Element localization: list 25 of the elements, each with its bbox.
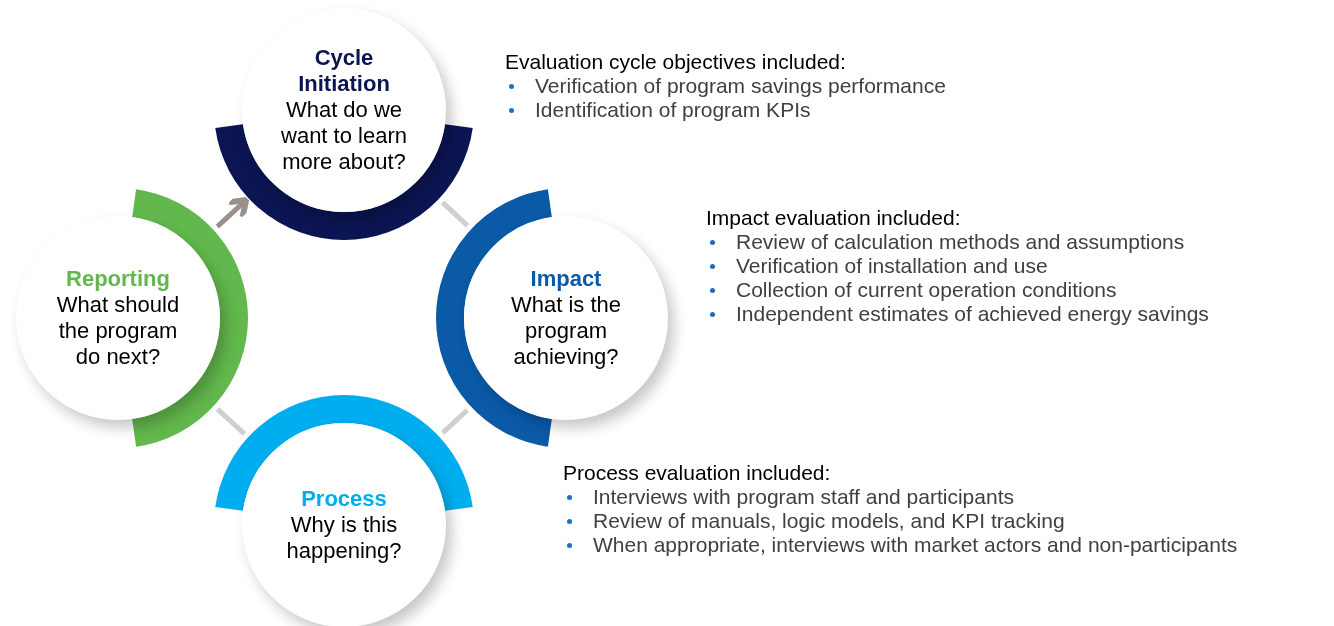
connector (440, 200, 470, 228)
node-question: What should the program do next? (55, 292, 181, 370)
bullet-item: Review of calculation methods and assumptions (706, 230, 1209, 254)
connector (441, 408, 469, 435)
node-title: Cycle Initiation (297, 45, 391, 97)
list-heading: Process evaluation included: (563, 461, 832, 485)
node-title: Process (301, 486, 387, 512)
bullet-item: Collection of current operation conditions (706, 278, 1209, 302)
node-title: Impact (530, 266, 602, 292)
bullet-item: Interviews with program staff and participants (563, 485, 1238, 509)
bullet-item: When appropriate, interviews with market actors and non-participants (563, 533, 1238, 557)
node-question: What do we want to learn more about? (280, 97, 408, 175)
circle-node (464, 216, 668, 420)
bullet-item: Verification of program savings performance (505, 74, 946, 98)
arrow (215, 197, 250, 229)
connector (215, 407, 247, 436)
bullet-item: Review of manuals, logic models, and KPI tracking (563, 509, 1238, 533)
bullet-item: Verification of installation and use (706, 254, 1209, 278)
list-heading: Evaluation cycle objectives included: (505, 50, 847, 74)
bullet-item: Identification of program KPIs (505, 98, 946, 122)
bullet-item: Independent estimates of achieved energy savings (706, 302, 1209, 326)
node-title: Reporting (66, 266, 170, 292)
list-heading: Impact evaluation included: (706, 206, 962, 230)
node-question: Why is this happening? (285, 512, 403, 564)
node-question: What is the program achieving? (509, 292, 622, 370)
